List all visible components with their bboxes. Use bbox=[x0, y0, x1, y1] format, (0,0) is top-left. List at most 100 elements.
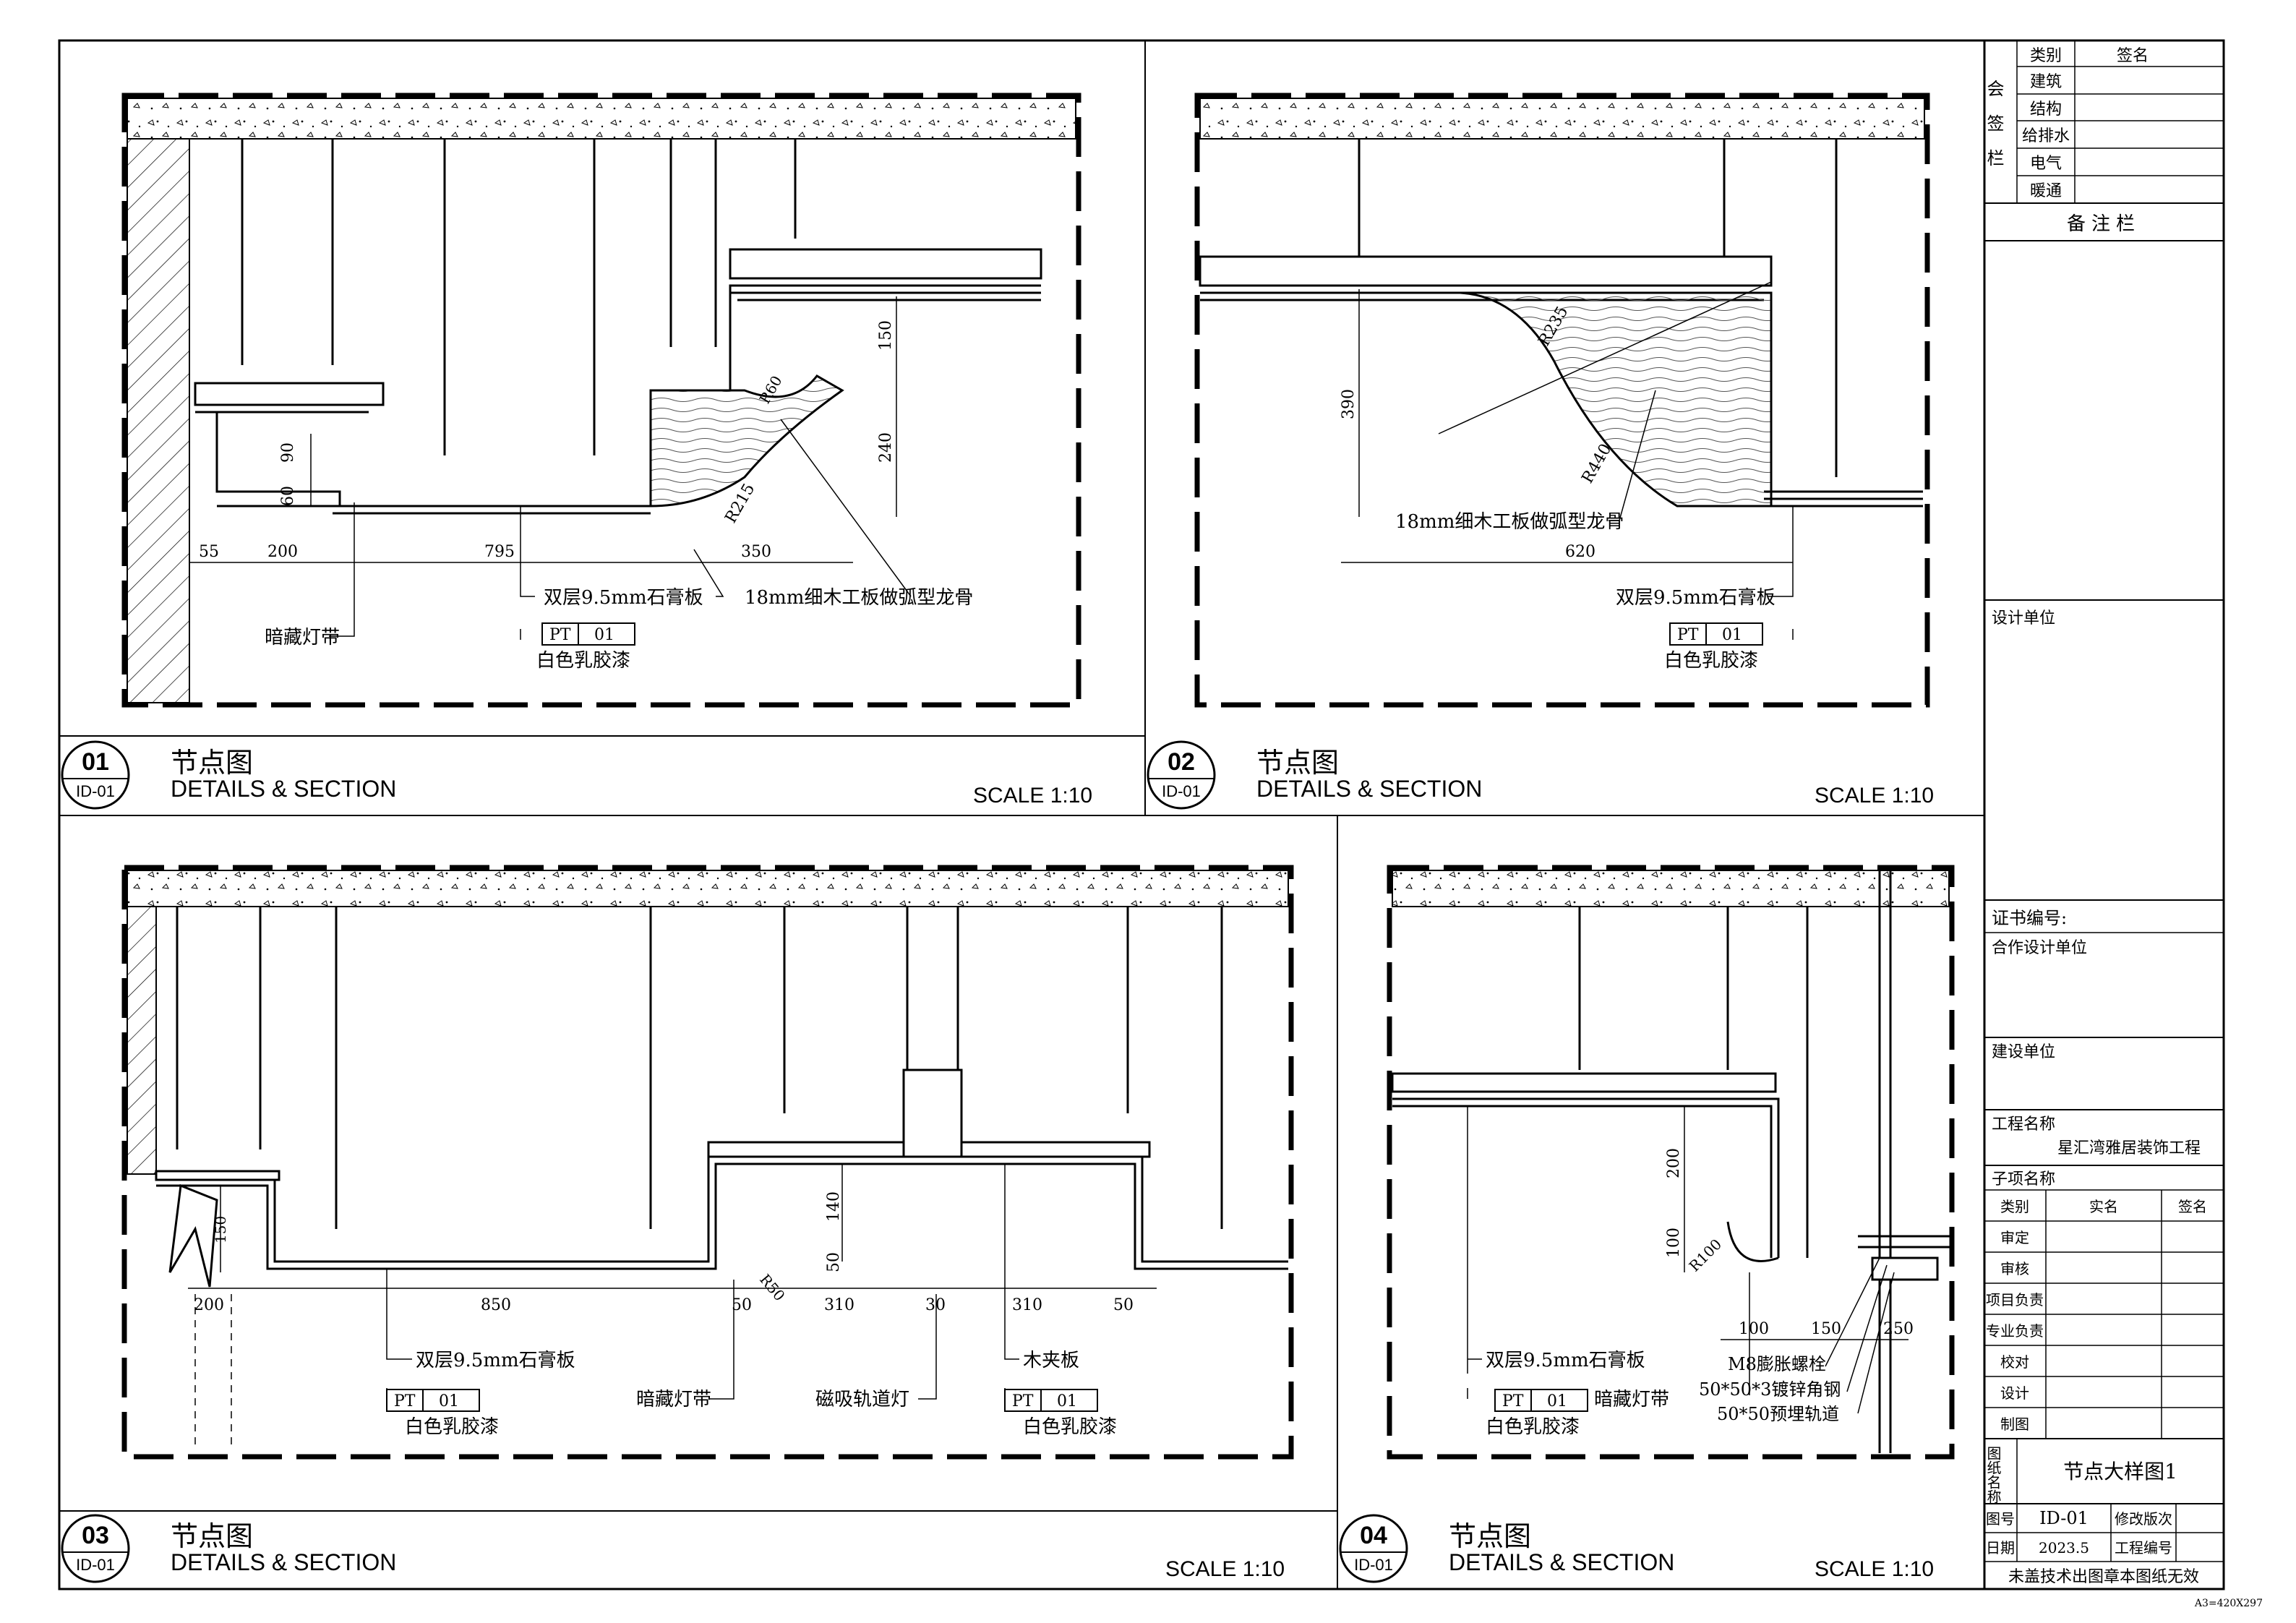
detail-01-dim-350: 350 bbox=[741, 543, 771, 561]
detail-01-dim-200: 200 bbox=[267, 543, 298, 561]
detail-02-pt-code: PT bbox=[1677, 626, 1699, 644]
detail-03-dim-50-b: 50 bbox=[1113, 1296, 1134, 1314]
detail-01-bubble bbox=[61, 740, 130, 810]
staff-row-review: 审核 bbox=[2000, 1260, 2029, 1277]
detail-01-dim-90: 90 bbox=[279, 442, 297, 463]
staff-row-project-lead: 项目负责 bbox=[1986, 1291, 2044, 1309]
detail-04-board-label: 双层9.5mm石膏板 bbox=[1486, 1350, 1645, 1371]
staff-header-signature: 签名 bbox=[2178, 1198, 2207, 1215]
detail-04-rail-label: 50*50预埋轨道 bbox=[1717, 1404, 1839, 1424]
detail-03-frame bbox=[121, 865, 1294, 1460]
detail-03-paint-label-b: 白色乳胶漆 bbox=[1023, 1416, 1117, 1438]
detail-01-dim-60: 60 bbox=[279, 486, 297, 506]
detail-01-arc-keel-label: 18mm细木工板做弧型龙骨 bbox=[745, 587, 973, 609]
detail-01: 55 200 795 350 90 60 150 240 R215 R60 双层… bbox=[59, 93, 1145, 810]
detail-03-dim-310-a: 310 bbox=[824, 1296, 854, 1314]
detail-03-ceiling bbox=[155, 1069, 1288, 1288]
detail-01-board-label: 双层9.5mm石膏板 bbox=[544, 587, 703, 609]
detail-03-track-light-label: 磁吸轨道灯 bbox=[815, 1389, 909, 1410]
detail-04-dim-100-h: 100 bbox=[1739, 1320, 1769, 1338]
detail-04-scale: SCALE 1:10 bbox=[1815, 1557, 1934, 1581]
staff-row-design: 设计 bbox=[2000, 1384, 2029, 1402]
detail-02-arc-keel-label: 18mm细木工板做弧型龙骨 bbox=[1395, 511, 1624, 533]
detail-04-radius-r100: R100 bbox=[1686, 1236, 1726, 1275]
detail-01-title-en: DETAILS & SECTION bbox=[171, 776, 396, 802]
detail-03-dims bbox=[188, 1164, 1157, 1446]
sheet-size-label: A3=420X297 bbox=[2194, 1598, 2263, 1609]
detail-03-dim-30: 30 bbox=[925, 1296, 946, 1314]
detail-04-ref: ID-01 bbox=[1354, 1556, 1393, 1574]
detail-03-number: 03 bbox=[82, 1522, 109, 1549]
detail-03-pt-tag-a bbox=[386, 1389, 480, 1412]
detail-04-title-cn: 节点图 bbox=[1449, 1522, 1531, 1552]
validity-note: 未盖技术出图章本图纸无效 bbox=[2008, 1568, 2199, 1586]
detail-03-scale: SCALE 1:10 bbox=[1165, 1557, 1285, 1581]
staff-row-check: 校对 bbox=[2000, 1353, 2029, 1371]
detail-03-dim-850: 850 bbox=[481, 1296, 511, 1314]
detail-01-dims bbox=[189, 296, 897, 563]
detail-03-dim-50-a: 50 bbox=[732, 1296, 752, 1314]
detail-02-dims bbox=[1341, 281, 1793, 563]
detail-04-dim-250: 250 bbox=[1883, 1320, 1914, 1338]
detail-02-ref: ID-01 bbox=[1162, 782, 1201, 800]
detail-01-number: 01 bbox=[82, 748, 109, 776]
detail-04-dim-100-v: 100 bbox=[1665, 1228, 1683, 1258]
detail-01-dim-795: 795 bbox=[484, 543, 515, 561]
detail-03-paint-label-a: 白色乳胶漆 bbox=[405, 1416, 499, 1438]
drawing-no-label: 图号 bbox=[1986, 1510, 2015, 1528]
staff-row-draft: 制图 bbox=[2000, 1416, 2029, 1433]
detail-02-scale: SCALE 1:10 bbox=[1815, 784, 1934, 808]
detail-03-plywood-label: 木夹板 bbox=[1023, 1350, 1079, 1371]
detail-01-ceiling bbox=[194, 248, 1042, 515]
detail-01-led-label: 暗藏灯带 bbox=[265, 627, 340, 648]
detail-02-dim-620: 620 bbox=[1565, 543, 1595, 561]
detail-04-bolt-label: M8膨胀螺栓 bbox=[1728, 1354, 1826, 1374]
detail-03-radius-r50: R50 bbox=[756, 1271, 788, 1304]
detail-02-leaders bbox=[1609, 390, 1794, 640]
detail-02-paint-label: 白色乳胶漆 bbox=[1664, 650, 1758, 672]
detail-03-pt-tag-b bbox=[1004, 1389, 1098, 1412]
detail-01-title-cn: 节点图 bbox=[171, 748, 253, 779]
detail-04-title-en: DETAILS & SECTION bbox=[1449, 1549, 1674, 1575]
staff-header-name: 实名 bbox=[2089, 1198, 2118, 1215]
detail-02-radius-r440: R440 bbox=[1579, 441, 1616, 487]
detail-01-pt-tag bbox=[541, 622, 635, 646]
detail-03-led-label: 暗藏灯带 bbox=[636, 1389, 711, 1410]
detail-02-number: 02 bbox=[1168, 748, 1195, 776]
detail-03-leaders bbox=[386, 1164, 1019, 1400]
client-label: 建设单位 bbox=[1992, 1043, 2055, 1061]
sub-project-label: 子项名称 bbox=[1992, 1170, 2055, 1189]
detail-03-dim-310-b: 310 bbox=[1012, 1296, 1042, 1314]
detail-02-slab bbox=[1199, 98, 1925, 140]
detail-01-leaders bbox=[329, 419, 912, 640]
detail-04-pt-num: 01 bbox=[1547, 1392, 1567, 1410]
detail-03-pt-num-b: 01 bbox=[1057, 1392, 1077, 1410]
detail-01-scale: SCALE 1:10 bbox=[973, 784, 1092, 808]
detail-02-frame bbox=[1194, 93, 1930, 708]
detail-04-led-label: 暗藏灯带 bbox=[1594, 1389, 1669, 1410]
detail-03-pt-code-b: PT bbox=[1012, 1392, 1034, 1410]
detail-03-dim-140: 140 bbox=[825, 1191, 843, 1222]
detail-03-pt-code-a: PT bbox=[394, 1392, 416, 1410]
detail-01-dim-55: 55 bbox=[199, 543, 219, 561]
staff-header-category: 类别 bbox=[2000, 1198, 2029, 1215]
detail-03: 200 850 50 310 30 310 50 140 50 150 R50 … bbox=[59, 865, 1337, 1583]
notes-label: 备注栏 bbox=[2067, 213, 2141, 235]
sign-row-hvac: 暖通 bbox=[2030, 182, 2062, 200]
coop-unit-label: 合作设计单位 bbox=[1992, 939, 2087, 957]
project-no-label: 工程编号 bbox=[2115, 1539, 2172, 1556]
detail-02-pt-tag bbox=[1669, 622, 1763, 646]
cert-no-label: 证书编号: bbox=[1992, 908, 2067, 928]
detail-04-number: 04 bbox=[1360, 1522, 1387, 1549]
detail-02: 390 620 R235 R440 18mm细木工板做弧型龙骨 双层9.5mm石… bbox=[1147, 93, 1934, 810]
detail-04-pt-code: PT bbox=[1502, 1392, 1524, 1410]
detail-01-pt-code: PT bbox=[549, 626, 571, 644]
detail-04-dim-150: 150 bbox=[1811, 1320, 1841, 1338]
sign-row-architecture: 建筑 bbox=[2030, 73, 2062, 91]
detail-03-dim-50-v: 50 bbox=[825, 1252, 843, 1272]
staff-row-approve: 审定 bbox=[2000, 1229, 2029, 1246]
project-name: 星汇湾雅居装饰工程 bbox=[2057, 1139, 2201, 1157]
detail-01-hangers bbox=[241, 139, 797, 455]
detail-01-wall bbox=[127, 138, 190, 703]
detail-03-pt-num-a: 01 bbox=[439, 1392, 459, 1410]
